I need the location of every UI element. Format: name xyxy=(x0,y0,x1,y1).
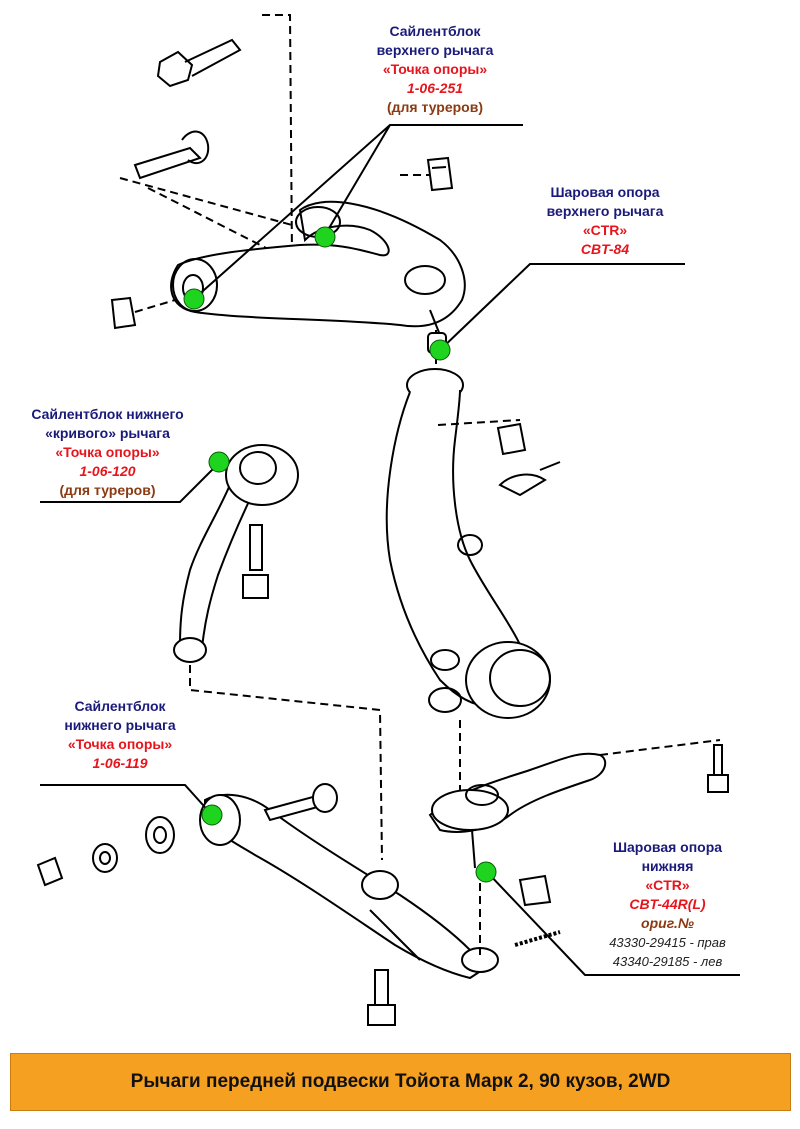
washer-left xyxy=(145,816,175,854)
nut-upper-left xyxy=(110,296,137,330)
label-lower-curved-bushing-note: (для туреров) xyxy=(59,482,156,498)
castle-nut-upper xyxy=(496,422,527,456)
label-upper-ball-joint-brand: «CTR» xyxy=(582,222,628,238)
label-lower-bushing-brand: «Точка опоры» xyxy=(67,736,173,752)
label-lower-ball-joint-orig-left: 43340-29185 - лев xyxy=(612,954,723,969)
leader-lower-bushing xyxy=(40,784,213,816)
steering-knuckle xyxy=(385,368,551,719)
label-lower-bushing-code: 1-06-119 xyxy=(92,755,148,771)
marker-upper-ball-joint xyxy=(429,339,451,361)
nut-upper-right xyxy=(426,156,454,192)
lower-ball-joint-plate xyxy=(428,752,607,869)
label-lower-ball-joint: Шаровая опора нижняя «CTR» CBT-44R(L) ор… xyxy=(580,838,755,971)
marker-lower-curved-bushing xyxy=(208,451,230,473)
label-lower-bushing: Сайлентблок нижнего рычага «Точка опоры»… xyxy=(35,697,205,773)
label-lower-ball-joint-line1: Шаровая опора xyxy=(612,839,723,855)
label-lower-bushing-line1: Сайлентблок xyxy=(74,698,166,714)
label-upper-bushing-line2: верхнего рычага xyxy=(376,42,494,58)
label-lower-ball-joint-orig-right: 43330-29415 - прав xyxy=(609,935,726,950)
label-lower-ball-joint-orig: ориг.№ xyxy=(641,915,694,931)
upper-bolt-2 xyxy=(133,130,210,180)
marker-upper-bushing-front xyxy=(314,226,336,248)
label-lower-ball-joint-code: CBT-44R(L) xyxy=(629,896,706,912)
leader-upper-bushing xyxy=(194,124,523,299)
nut-left xyxy=(36,856,64,887)
lower-curved-arm xyxy=(173,444,299,663)
label-lower-bushing-line2: нижнего рычага xyxy=(64,717,176,733)
label-upper-ball-joint-code: CBT-84 xyxy=(580,241,630,257)
label-upper-bushing-note: (для туреров) xyxy=(386,99,484,115)
label-lower-ball-joint-line2: нижняя xyxy=(641,858,694,874)
lower-bottom-bolt xyxy=(367,969,396,1026)
label-lower-curved-bushing: Сайлентблок нижнего «кривого» рычага «То… xyxy=(5,405,210,500)
label-lower-curved-bushing-brand: «Точка опоры» xyxy=(55,444,160,460)
leader-upper-ball-joint xyxy=(439,263,685,351)
leader-lower-curved-bushing xyxy=(40,462,220,503)
lower-curved-arm-bolt xyxy=(242,524,269,599)
lower-arm-bolt-upper xyxy=(263,783,338,822)
spring-pin xyxy=(514,930,561,947)
upper-bolt-1 xyxy=(156,38,242,88)
caption-bar: Рычаги передней подвески Тойота Марк 2, … xyxy=(10,1053,791,1111)
leader-lower-ball-joint xyxy=(486,871,740,976)
cotter-pin xyxy=(498,461,561,497)
label-upper-bushing-brand: «Точка опоры» xyxy=(382,61,488,77)
bolt-far-right xyxy=(707,744,729,793)
marker-upper-bushing-rear xyxy=(183,288,205,310)
marker-lower-ball-joint xyxy=(475,861,497,883)
label-lower-ball-joint-brand: «CTR» xyxy=(645,877,690,893)
label-upper-bushing: Сайлентблок верхнего рычага «Точка опоры… xyxy=(350,22,520,117)
label-upper-ball-joint: Шаровая опора верхнего рычага «CTR» CBT-… xyxy=(515,183,695,259)
label-lower-curved-bushing-code: 1-06-120 xyxy=(79,463,136,479)
castle-nut-lower xyxy=(518,874,552,907)
caption-text: Рычаги передней подвески Тойота Марк 2, … xyxy=(130,1071,671,1092)
washer-small xyxy=(92,843,118,873)
label-upper-bushing-line1: Сайлентблок xyxy=(389,23,481,39)
label-upper-bushing-code: 1-06-251 xyxy=(406,80,464,96)
label-lower-curved-bushing-line1: Сайлентблок нижнего xyxy=(31,406,184,422)
label-upper-ball-joint-line1: Шаровая опора xyxy=(550,184,660,200)
label-lower-curved-bushing-line2: «кривого» рычага xyxy=(45,425,170,441)
label-upper-ball-joint-line2: верхнего рычага xyxy=(546,203,664,219)
marker-lower-bushing xyxy=(201,804,223,826)
